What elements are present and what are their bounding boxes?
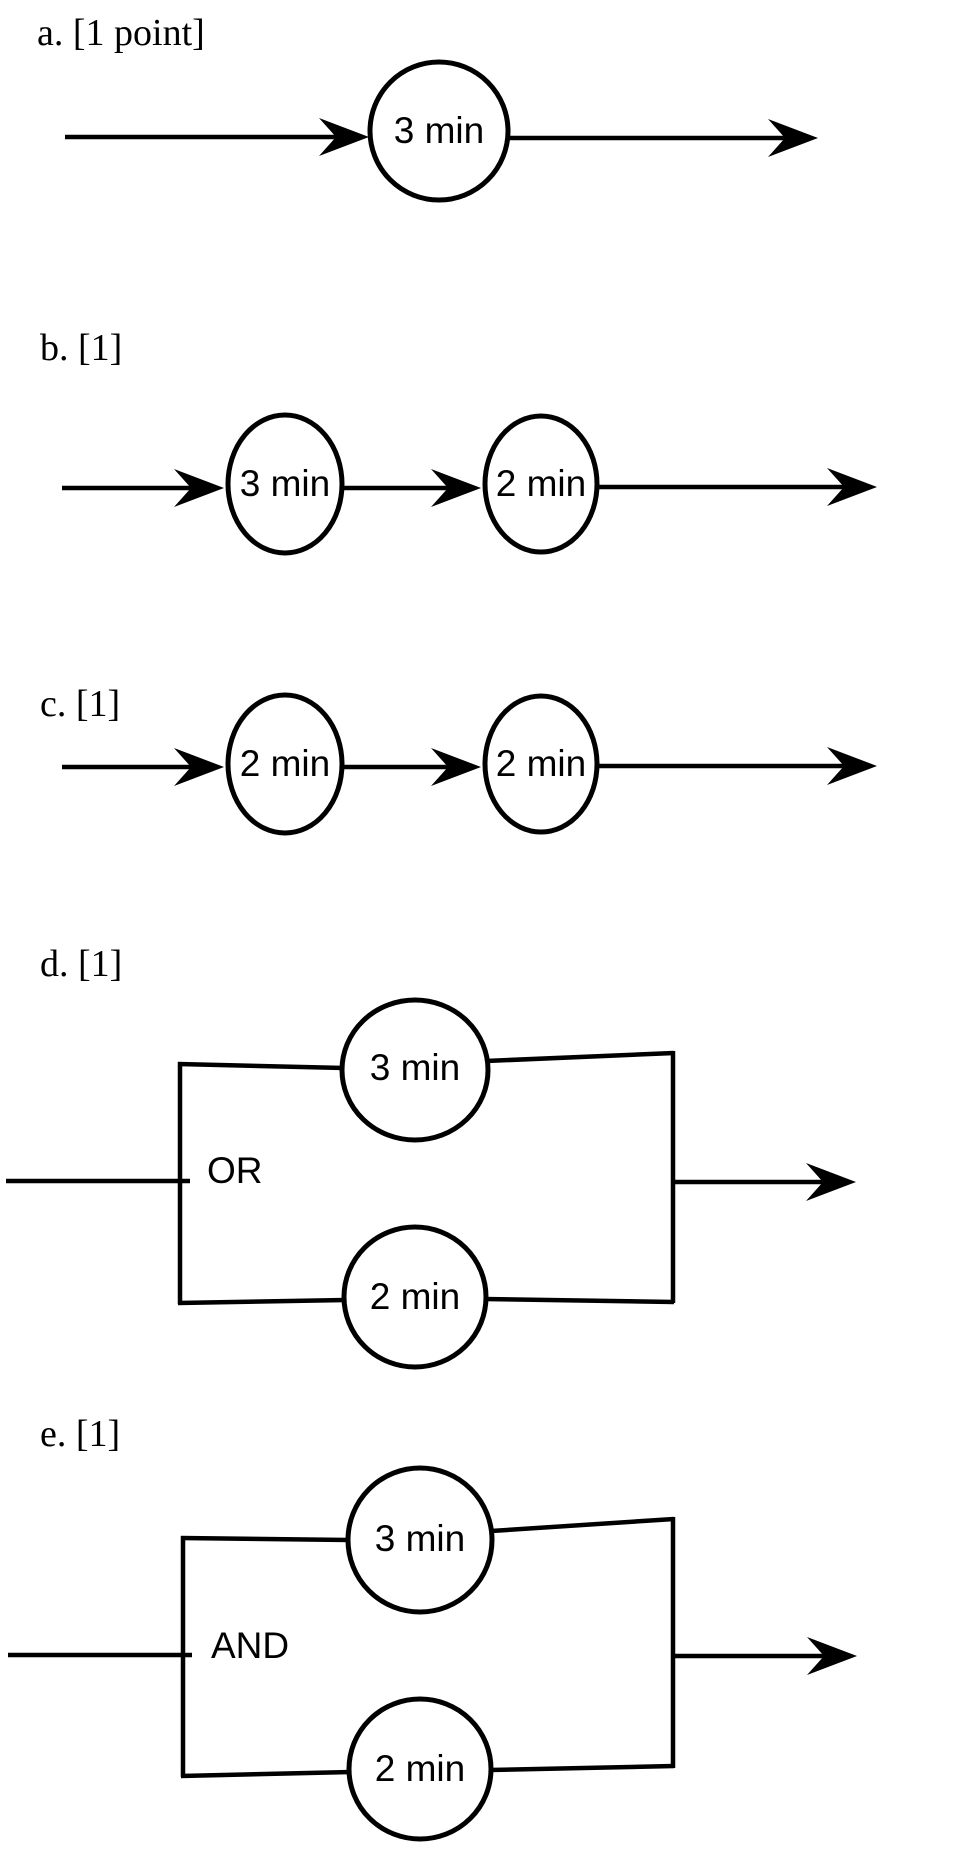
bottom-branch-in-line: [177, 1297, 347, 1306]
section-e-label: e. [1]: [40, 1413, 120, 1455]
between-arrow: [342, 469, 481, 507]
between-arrow: [342, 748, 481, 786]
outflow-arrow: [673, 1163, 856, 1201]
arrowhead-icon: [768, 119, 818, 157]
process-node-label: 3 min: [370, 1047, 460, 1088]
top-branch-in-line: [177, 1061, 345, 1071]
bottom-branch-out-line: [488, 1763, 675, 1773]
outflow-arrow: [597, 747, 877, 785]
arrowhead-icon: [827, 747, 877, 785]
arrowhead-icon: [319, 118, 369, 156]
bottom-branch-in-line: [180, 1769, 352, 1779]
arrowhead-icon: [174, 748, 224, 786]
process-node-label: 3 min: [394, 110, 484, 151]
junction-label: OR: [207, 1150, 263, 1191]
process-node-label: 2 min: [496, 463, 586, 504]
section-d: d. [1] OR 3 min 2 min: [6, 943, 856, 1370]
section-e: e. [1] AND 3 min 2 min: [8, 1413, 857, 1842]
process-node-label: 3 min: [375, 1518, 465, 1559]
top-branch-out-line: [485, 1050, 675, 1064]
process-node-label: 2 min: [240, 743, 330, 784]
section-b: b. [1] 3 min 2 min: [40, 327, 877, 556]
arrowhead-icon: [806, 1163, 856, 1201]
top-branch-in-line: [180, 1535, 350, 1543]
section-c-label: c. [1]: [40, 683, 120, 725]
process-node-circle: [225, 692, 345, 836]
outflow-arrow: [597, 468, 877, 506]
section-a-label: a. [1 point]: [37, 12, 205, 54]
process-node-label: 2 min: [375, 1748, 465, 1789]
section-b-label: b. [1]: [40, 327, 122, 369]
section-d-label: d. [1]: [40, 943, 122, 985]
section-a: a. [1 point] 3 min: [37, 12, 818, 203]
junction-label: AND: [211, 1625, 289, 1666]
process-node-circle: [339, 997, 491, 1143]
arrowhead-icon: [431, 748, 481, 786]
inflow-arrow: [62, 469, 224, 507]
inflow-arrow: [62, 748, 224, 786]
process-node-circle: [367, 59, 511, 203]
outflow-arrow: [673, 1637, 857, 1675]
process-node-label: 2 min: [496, 743, 586, 784]
bottom-branch-out-line: [483, 1296, 675, 1305]
process-node-label: 2 min: [370, 1276, 460, 1317]
process-node-label: 3 min: [240, 463, 330, 504]
section-c: c. [1] 2 min 2 min: [40, 683, 877, 836]
outflow-arrow: [508, 119, 818, 157]
process-node-circle: [225, 412, 345, 556]
arrowhead-icon: [827, 468, 877, 506]
top-branch-out-line: [490, 1516, 675, 1534]
process-node-circle: [345, 1465, 495, 1615]
arrowhead-icon: [174, 469, 224, 507]
inflow-arrow: [65, 118, 369, 156]
process-node-circle: [482, 413, 600, 555]
arrowhead-icon: [807, 1637, 857, 1675]
arrowhead-icon: [431, 469, 481, 507]
